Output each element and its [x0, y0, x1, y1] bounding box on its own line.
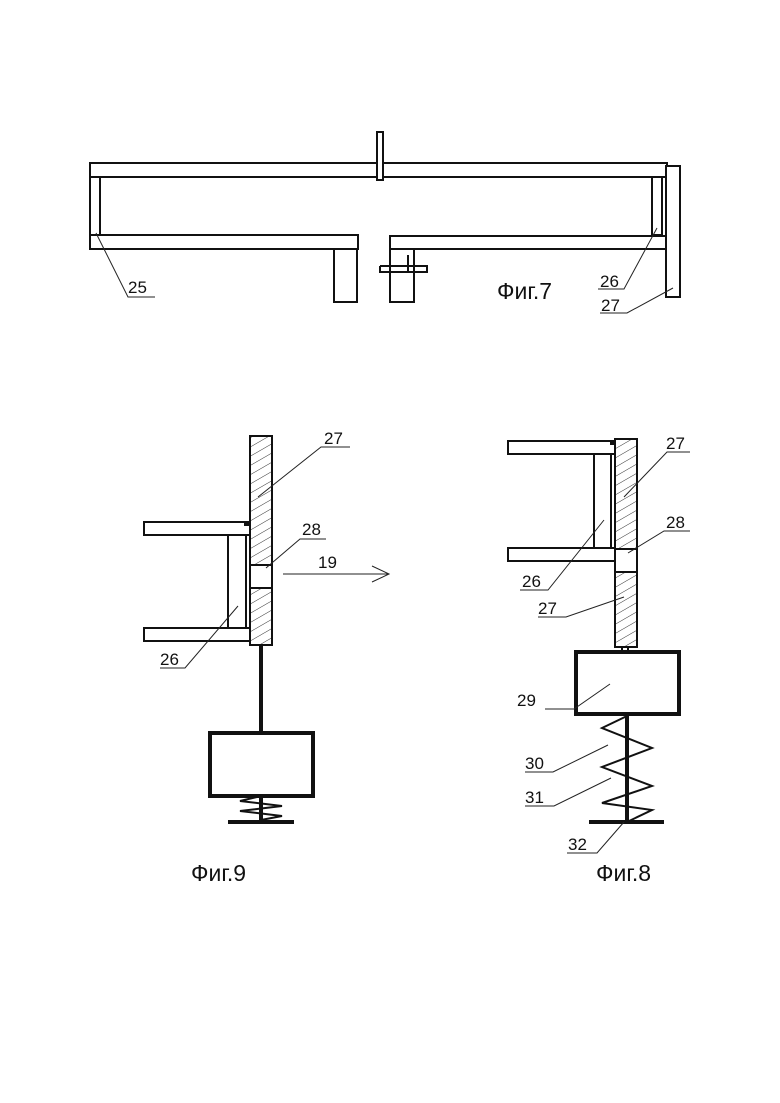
right-lower-arm: [390, 236, 667, 249]
left-lower-arm: [90, 235, 358, 249]
label-26: 26: [160, 650, 179, 669]
figure-7: 25 26 27 Фиг.7: [90, 132, 680, 315]
caption-fig7: Фиг.7: [497, 278, 552, 304]
block-28: [250, 565, 272, 588]
bracket-post: [594, 454, 611, 548]
label-19: 19: [318, 553, 337, 572]
left-leg: [334, 249, 357, 302]
weight-box-29: [576, 652, 679, 714]
right-plate: [666, 166, 680, 297]
caption-fig9: Фиг.9: [191, 860, 246, 886]
label-27b: 27: [538, 599, 557, 618]
label-25: 25: [128, 278, 147, 297]
bracket-bottom-arm: [144, 628, 250, 641]
caption-fig8: Фиг.8: [596, 860, 651, 886]
label-31: 31: [525, 788, 544, 807]
label-28: 28: [302, 520, 321, 539]
left-post: [90, 177, 100, 235]
bracket-top-arm: [144, 522, 250, 535]
right-inner-post: [652, 177, 662, 235]
bracket-bottom-arm: [508, 548, 615, 561]
label-27: 27: [601, 296, 620, 315]
right-leg: [390, 249, 414, 302]
weight-box: [210, 733, 313, 796]
central-pin: [377, 132, 383, 180]
label-26: 26: [522, 572, 541, 591]
leader-28: [266, 539, 326, 568]
plate-27-lower: [250, 588, 272, 645]
plate-27-lower: [615, 572, 637, 647]
label-32: 32: [568, 835, 587, 854]
plate-27-upper: [250, 436, 272, 565]
block-28: [615, 549, 637, 572]
label-28: 28: [666, 513, 685, 532]
label-29: 29: [517, 691, 536, 710]
label-27: 27: [324, 429, 343, 448]
figure-8: 27 28 26 27 29 30 31 32 Фиг.8: [508, 434, 690, 886]
figure-9: 27 28 19 26 Фиг.9: [144, 429, 389, 886]
label-30: 30: [525, 754, 544, 773]
label-27a: 27: [666, 434, 685, 453]
label-26: 26: [600, 272, 619, 291]
plate-27-upper: [615, 439, 637, 549]
bracket-top-arm: [508, 441, 615, 454]
